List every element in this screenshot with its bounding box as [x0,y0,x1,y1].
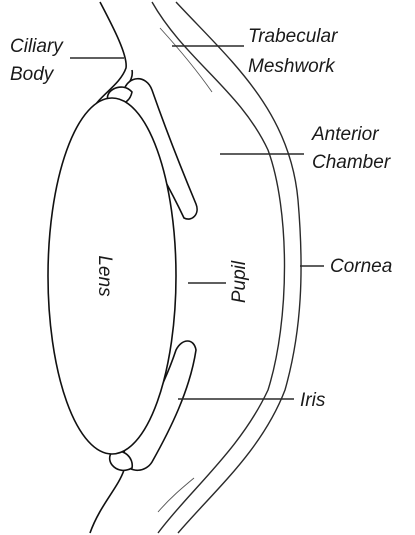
cornea-label: Cornea [330,256,392,277]
ciliary-body-label-line1: Ciliary [10,36,64,57]
trabecular-meshwork-label-line1: Trabecular [248,26,338,47]
ciliary-body-label-line2: Body [10,64,55,85]
iris-label: Iris [300,390,326,411]
anterior-chamber-label-line2: Chamber [312,152,391,173]
lower-limbus-line [158,478,194,512]
pupil-label: Pupil [229,260,250,303]
anterior-chamber-label-line1: Anterior [311,124,379,145]
lens-label: Lens [94,255,115,297]
trabecular-meshwork-line [160,28,212,92]
trabecular-meshwork-label-line2: Meshwork [248,56,336,77]
